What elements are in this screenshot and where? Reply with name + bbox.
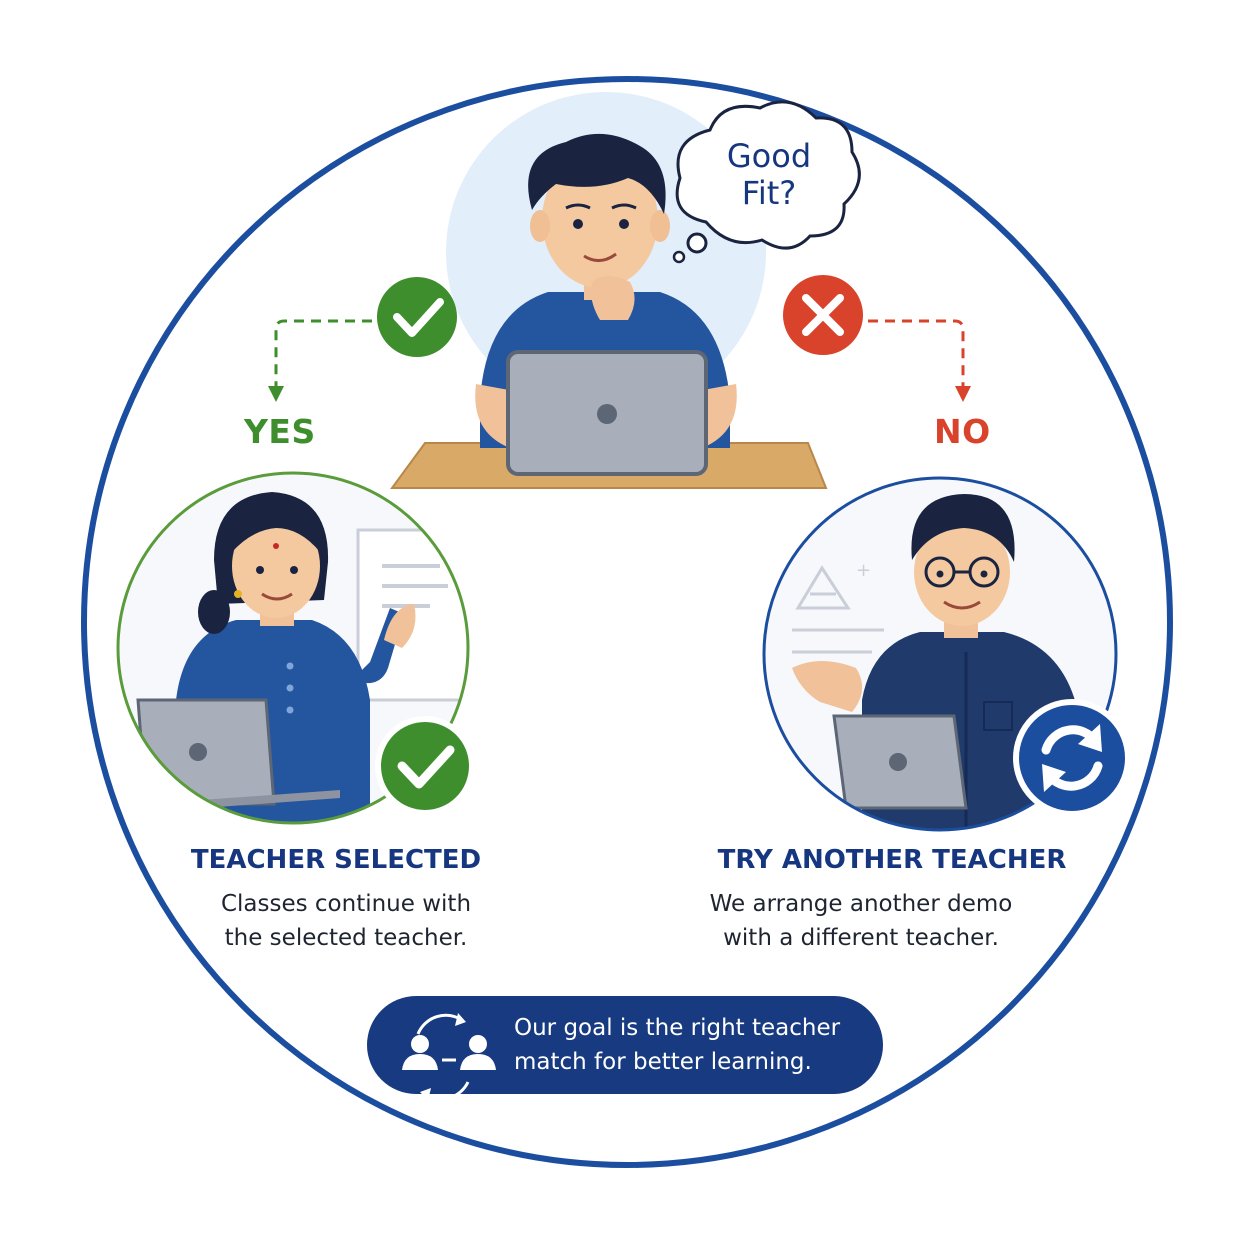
teacher-match-icon xyxy=(402,1013,496,1101)
thought-line-1: Good xyxy=(726,137,812,175)
refresh-icon xyxy=(1013,699,1131,817)
goal-banner xyxy=(367,996,883,1101)
no-label: NO xyxy=(934,412,991,451)
thought-bubble xyxy=(672,100,861,264)
thought-line-2: Fit? xyxy=(741,174,797,212)
student-hair xyxy=(528,133,666,214)
student-hand xyxy=(591,276,635,320)
try-another-line-1: We arrange another demo xyxy=(709,891,1013,917)
selected-teacher-illustration xyxy=(116,471,475,825)
yes-check-icon xyxy=(377,277,457,357)
thought-bubble-text: Good Fit? xyxy=(690,138,848,212)
no-arrow xyxy=(868,319,971,402)
yes-arrow xyxy=(268,319,372,402)
teacher-selected-line-1: Classes continue with xyxy=(220,891,472,917)
no-cross-icon xyxy=(783,275,863,355)
teacher-selected-line-2: the selected teacher. xyxy=(224,925,468,951)
yes-label: YES xyxy=(244,412,316,451)
goal-banner-text: Our goal is the right teacher match for … xyxy=(514,1011,840,1079)
try-another-teacher-description: We arrange another demo with a different… xyxy=(676,887,1046,955)
try-another-teacher-heading: TRY ANOTHER TEACHER xyxy=(717,845,1067,875)
goal-line-2: match for better learning. xyxy=(514,1049,812,1075)
another-teacher-illustration: + xyxy=(762,476,1131,832)
goal-line-1: Our goal is the right teacher xyxy=(514,1015,841,1041)
student-illustration xyxy=(390,92,828,489)
selected-check-icon xyxy=(375,716,475,816)
teacher-selected-heading: TEACHER SELECTED xyxy=(190,845,482,875)
svg-text:+: + xyxy=(856,560,871,581)
teacher-selected-description: Classes continue with the selected teach… xyxy=(186,887,506,955)
outer-ring xyxy=(81,76,1173,1168)
try-another-line-2: with a different teacher. xyxy=(723,925,999,951)
